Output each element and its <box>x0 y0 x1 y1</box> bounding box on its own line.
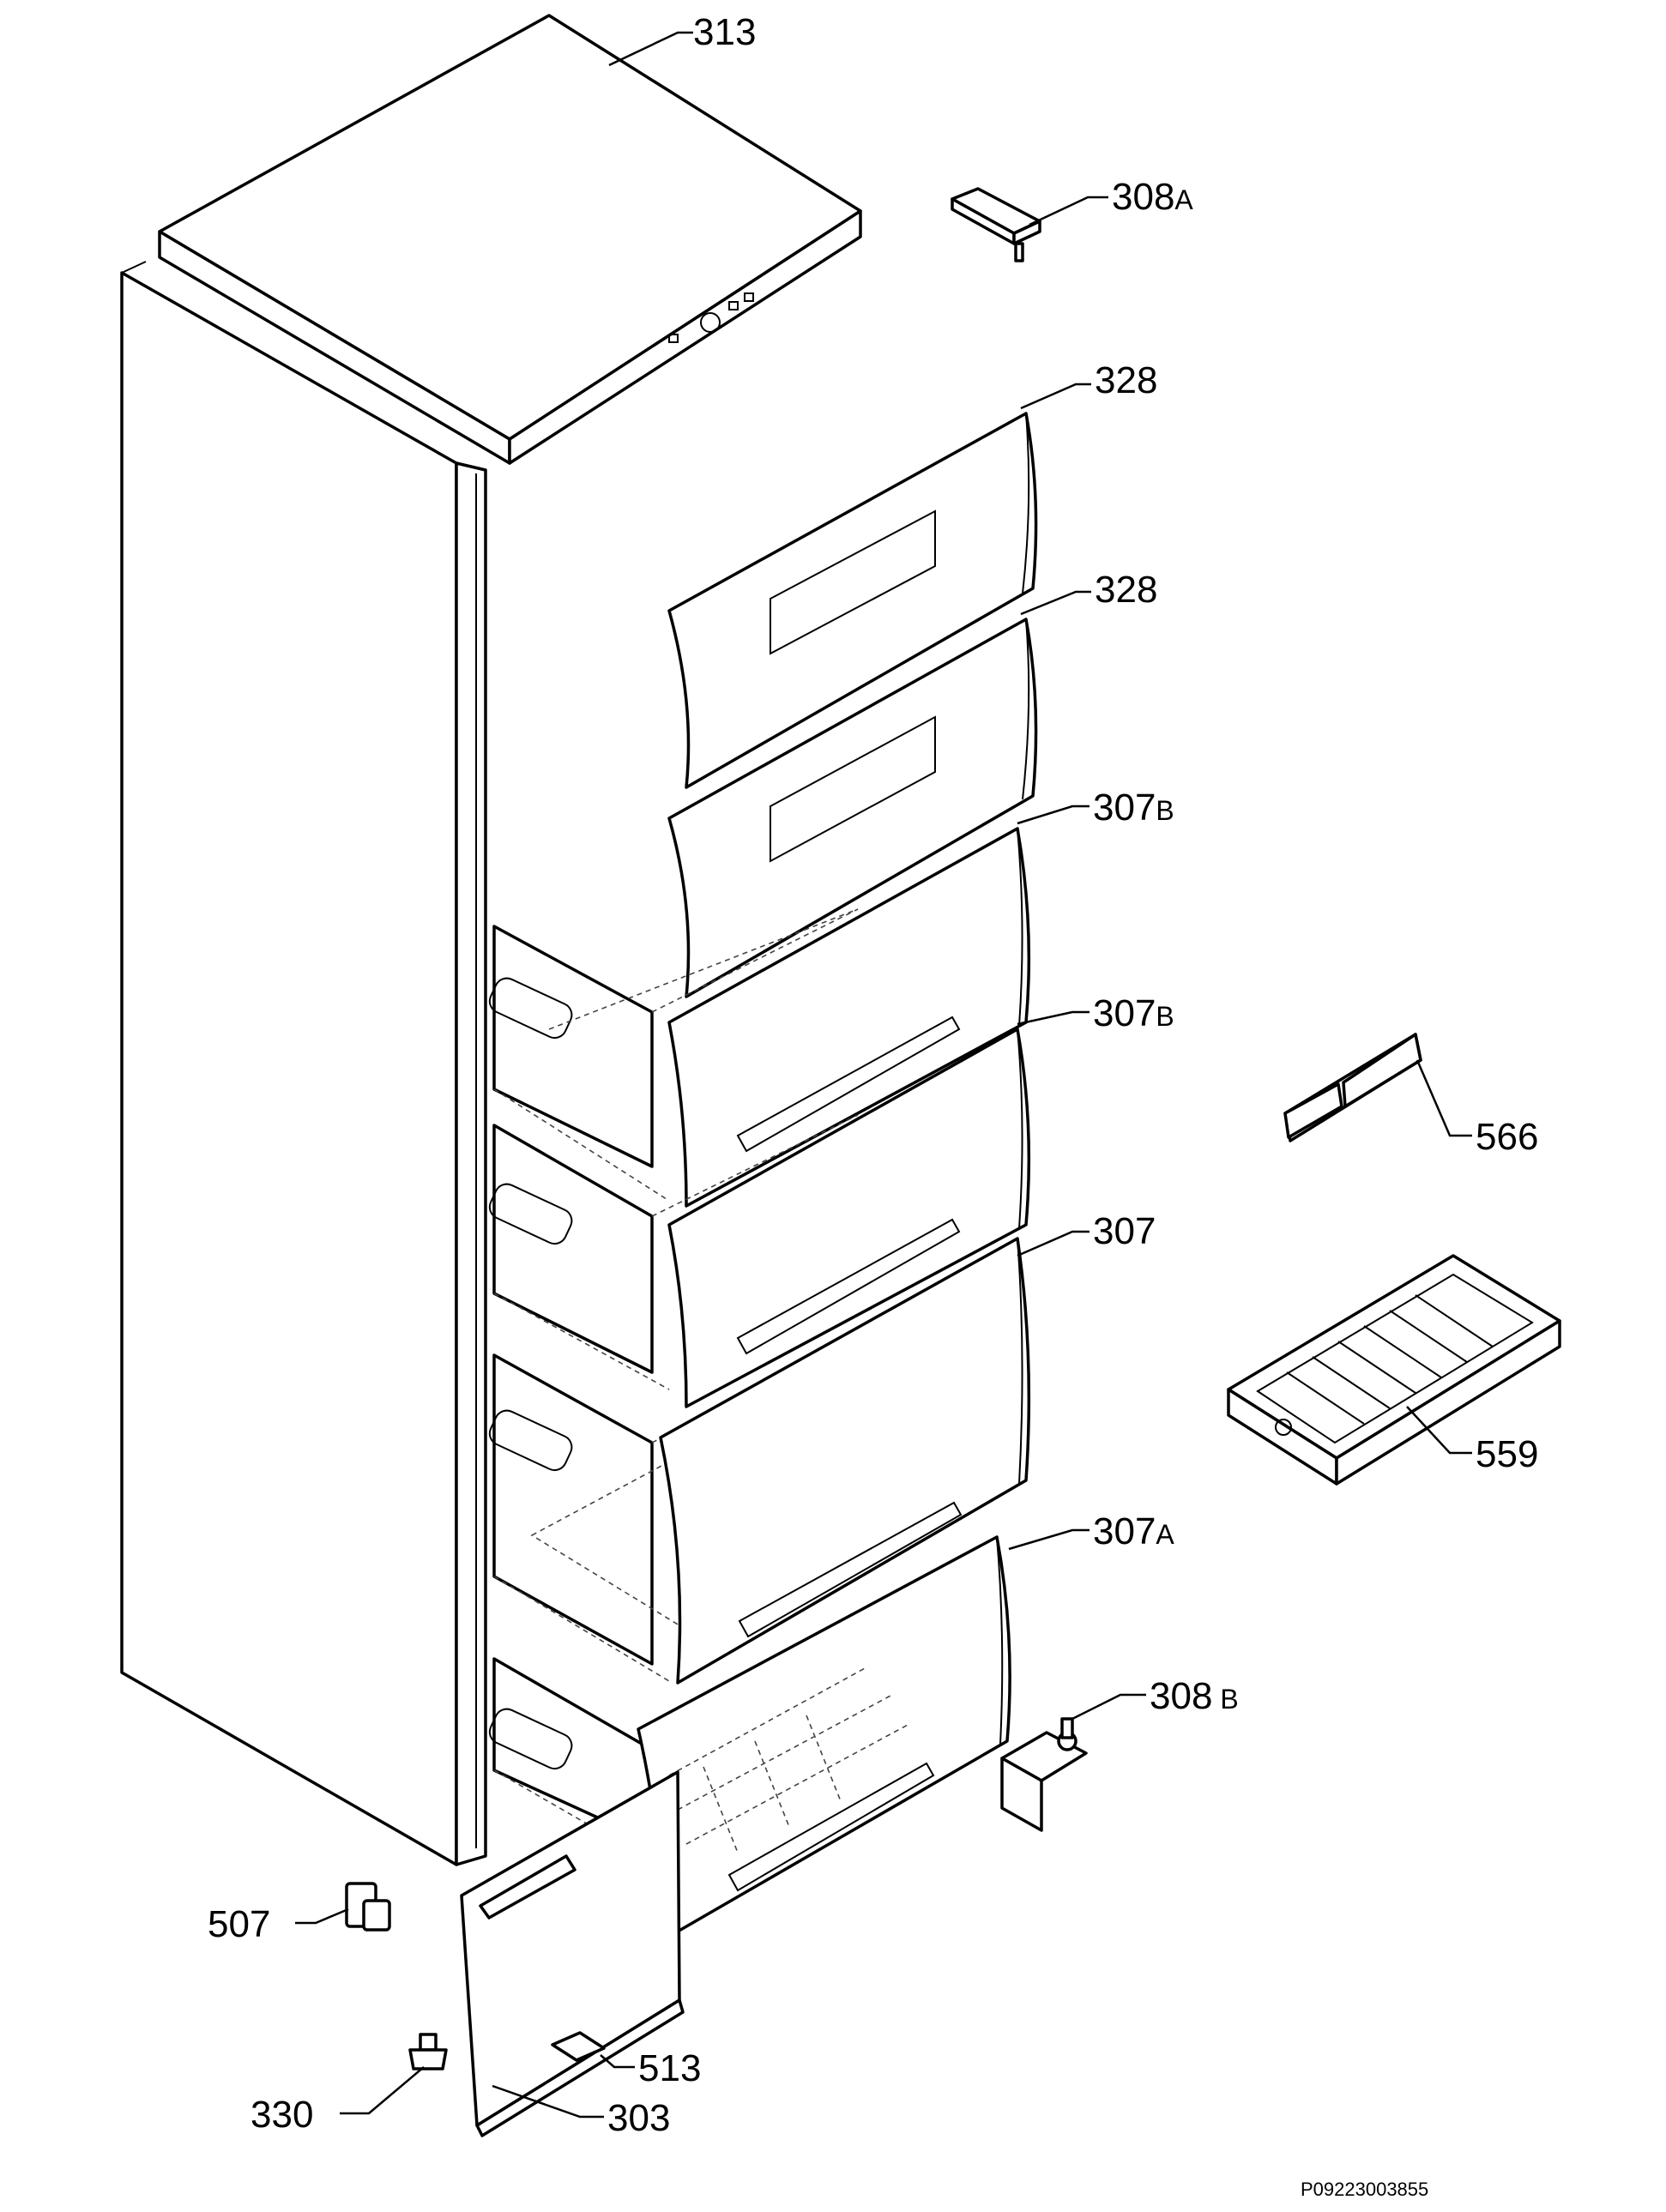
plinth-303 <box>460 1770 685 2137</box>
label-507: 507 <box>208 1903 270 1945</box>
drawer-307a <box>488 1535 1011 1940</box>
label-513: 513 <box>638 2047 701 2089</box>
flap-328-top <box>667 412 1038 789</box>
part-labels: 313 308A 328 328 307B 307B 566 307 559 3… <box>208 11 1538 2139</box>
label-307: 307 <box>1093 1210 1156 1252</box>
cabinet-body <box>120 261 487 1866</box>
label-308b: 308 B <box>1150 1675 1239 1717</box>
bracket-566 <box>1283 1033 1422 1142</box>
drawer-307b-top <box>488 827 1031 1208</box>
label-303: 303 <box>607 2097 670 2139</box>
label-328-top: 328 <box>1095 359 1157 401</box>
top-cover-313 <box>158 14 862 465</box>
cold-accumulator-559 <box>1227 1254 1561 1486</box>
label-307a: 307A <box>1093 1510 1174 1552</box>
label-559: 559 <box>1476 1433 1538 1475</box>
hinge-308b <box>1000 1717 1088 1832</box>
label-566: 566 <box>1476 1116 1538 1158</box>
drawer-307 <box>488 1237 1031 1685</box>
clip-507 <box>345 1882 391 1932</box>
label-328-bottom: 328 <box>1095 569 1157 611</box>
label-330: 330 <box>251 2094 313 2136</box>
flap-328-bottom <box>667 618 1038 998</box>
label-313: 313 <box>693 11 756 53</box>
drawer-307b-bottom <box>488 1028 1031 1408</box>
leader-lines <box>295 31 1472 2119</box>
label-307b-top: 307B <box>1093 787 1174 829</box>
label-308a: 308A <box>1112 176 1193 218</box>
foot-330 <box>408 2033 448 2070</box>
diagram-code: P09223003855 <box>1301 2179 1428 2200</box>
hinge-308a <box>951 187 1041 262</box>
tab-513 <box>551 2031 606 2062</box>
label-307b-bottom: 307B <box>1093 992 1174 1034</box>
